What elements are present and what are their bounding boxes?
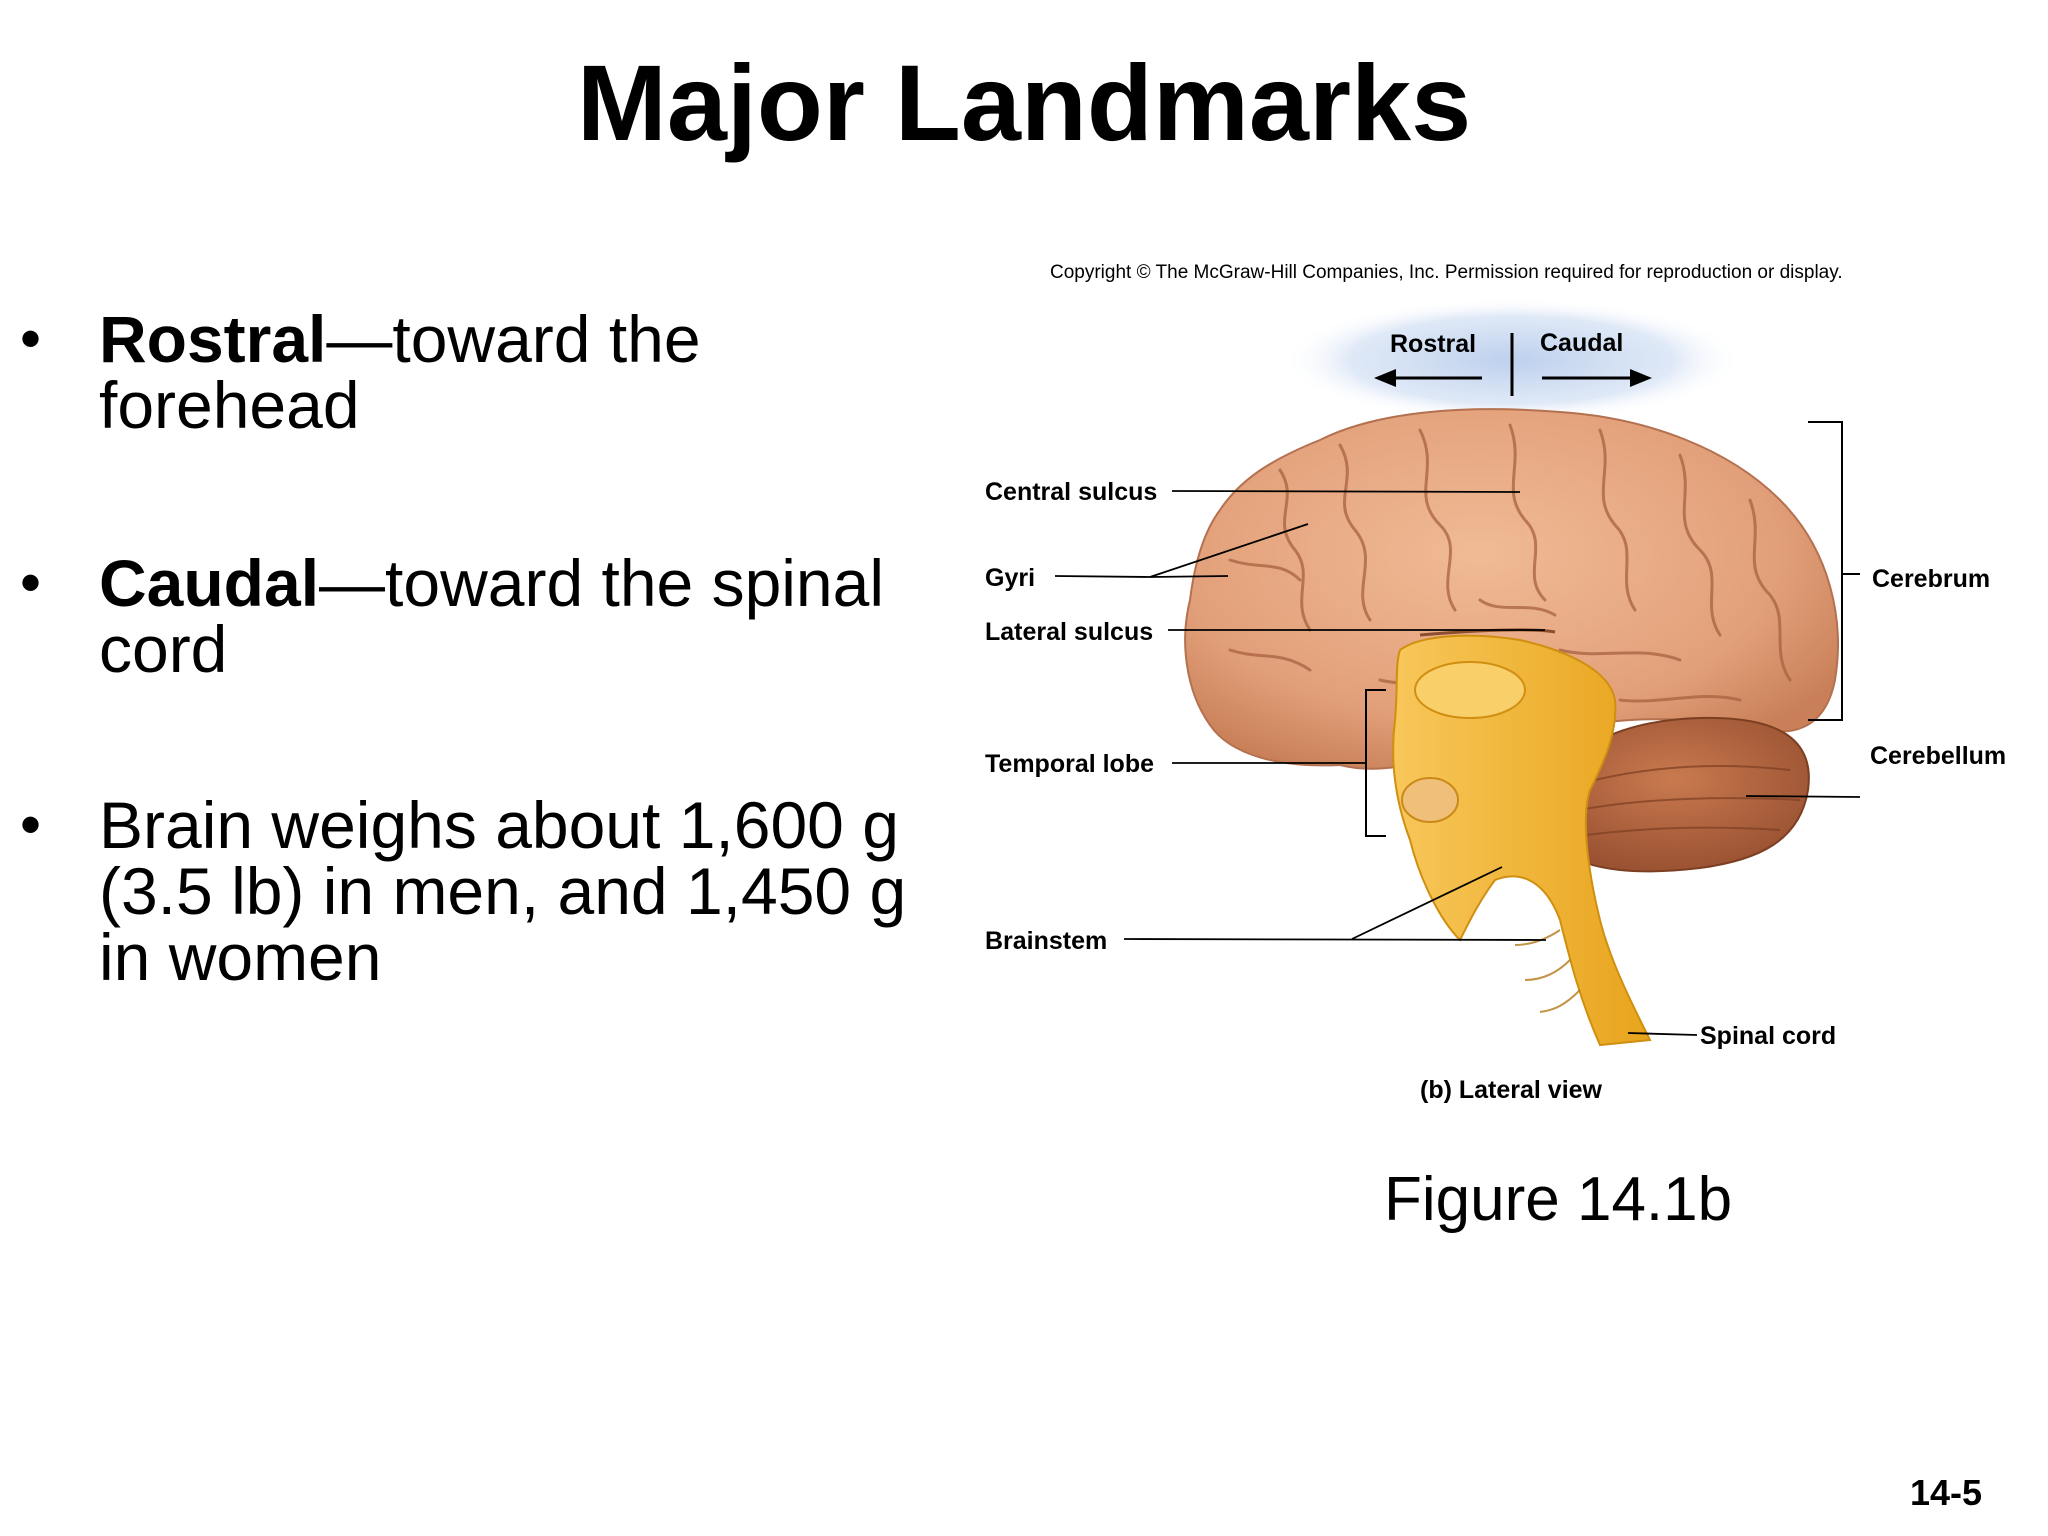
thalamus-shape <box>1414 661 1526 719</box>
central-sulcus-leader <box>1171 490 1521 493</box>
gyri-texture <box>1228 423 1792 703</box>
cerebellum-leader <box>1745 795 1861 798</box>
bullet-dot: • <box>20 791 42 858</box>
figure-caption: Figure 14.1b <box>1384 1165 1733 1234</box>
brain-lateral-view-illustration <box>1054 298 1861 1047</box>
copyright-notice: Copyright © The McGraw-Hill Companies, I… <box>1050 262 1843 283</box>
caudal-definition: —toward the spinal <box>319 546 885 620</box>
label-spinal-cord: Spinal cord <box>1700 1022 1837 1050</box>
label-cerebellum: Cerebellum <box>1870 742 2007 770</box>
rostral-definition-cont: forehead <box>99 368 360 442</box>
figure-view-caption: (b) Lateral view <box>1420 1076 1602 1104</box>
caudal-definition-cont: cord <box>99 612 228 686</box>
label-lateral-sulcus: Lateral sulcus <box>985 618 1154 646</box>
term-caudal: Caudal <box>99 546 320 620</box>
label-cerebrum: Cerebrum <box>1872 565 1991 593</box>
label-central-sulcus: Central sulcus <box>985 478 1158 506</box>
spinal-cord-leader <box>1627 1032 1698 1036</box>
page-number: 14-5 <box>1910 1472 1983 1513</box>
rostral-arrow <box>1374 369 1482 387</box>
caudal-arrow <box>1542 369 1652 387</box>
brainstem-leader-branch <box>1351 866 1503 940</box>
bullet-rostral: • Rostral—toward the forehead <box>20 305 701 442</box>
cerebrum-bracket <box>1808 421 1843 721</box>
cranial-nerves <box>1514 929 1581 1013</box>
bullet-dot: • <box>20 305 42 372</box>
brainstem-shape <box>1392 634 1652 1047</box>
label-temporal-lobe: Temporal lobe <box>985 750 1155 778</box>
temporal-pole-shape <box>1401 777 1459 823</box>
label-brainstem: Brainstem <box>985 927 1108 955</box>
bullet-caudal: • Caudal—toward the spinal cord <box>20 549 884 686</box>
gyri-leader-branch-2 <box>1149 575 1229 578</box>
slide-title: Major Landmarks <box>576 42 1472 163</box>
bullet-dot: • <box>20 549 42 616</box>
label-caudal: Caudal <box>1540 329 1624 357</box>
brain-weight-line3: in women <box>99 920 382 994</box>
brain-weight-line1: Brain weighs about 1,600 g <box>99 788 899 862</box>
label-gyri: Gyri <box>985 564 1036 592</box>
brain-weight-line2: (3.5 lb) in men, and 1,450 g <box>99 854 907 928</box>
gyri-leader <box>1054 575 1151 578</box>
term-rostral: Rostral <box>99 302 327 376</box>
bullet-brain-weight: • Brain weighs about 1,600 g (3.5 lb) in… <box>20 788 907 994</box>
gyri-leader-branch-1 <box>1149 523 1309 578</box>
label-rostral: Rostral <box>1390 330 1477 358</box>
rostral-definition: —toward the <box>326 302 701 376</box>
brainstem-leader <box>1123 938 1547 941</box>
